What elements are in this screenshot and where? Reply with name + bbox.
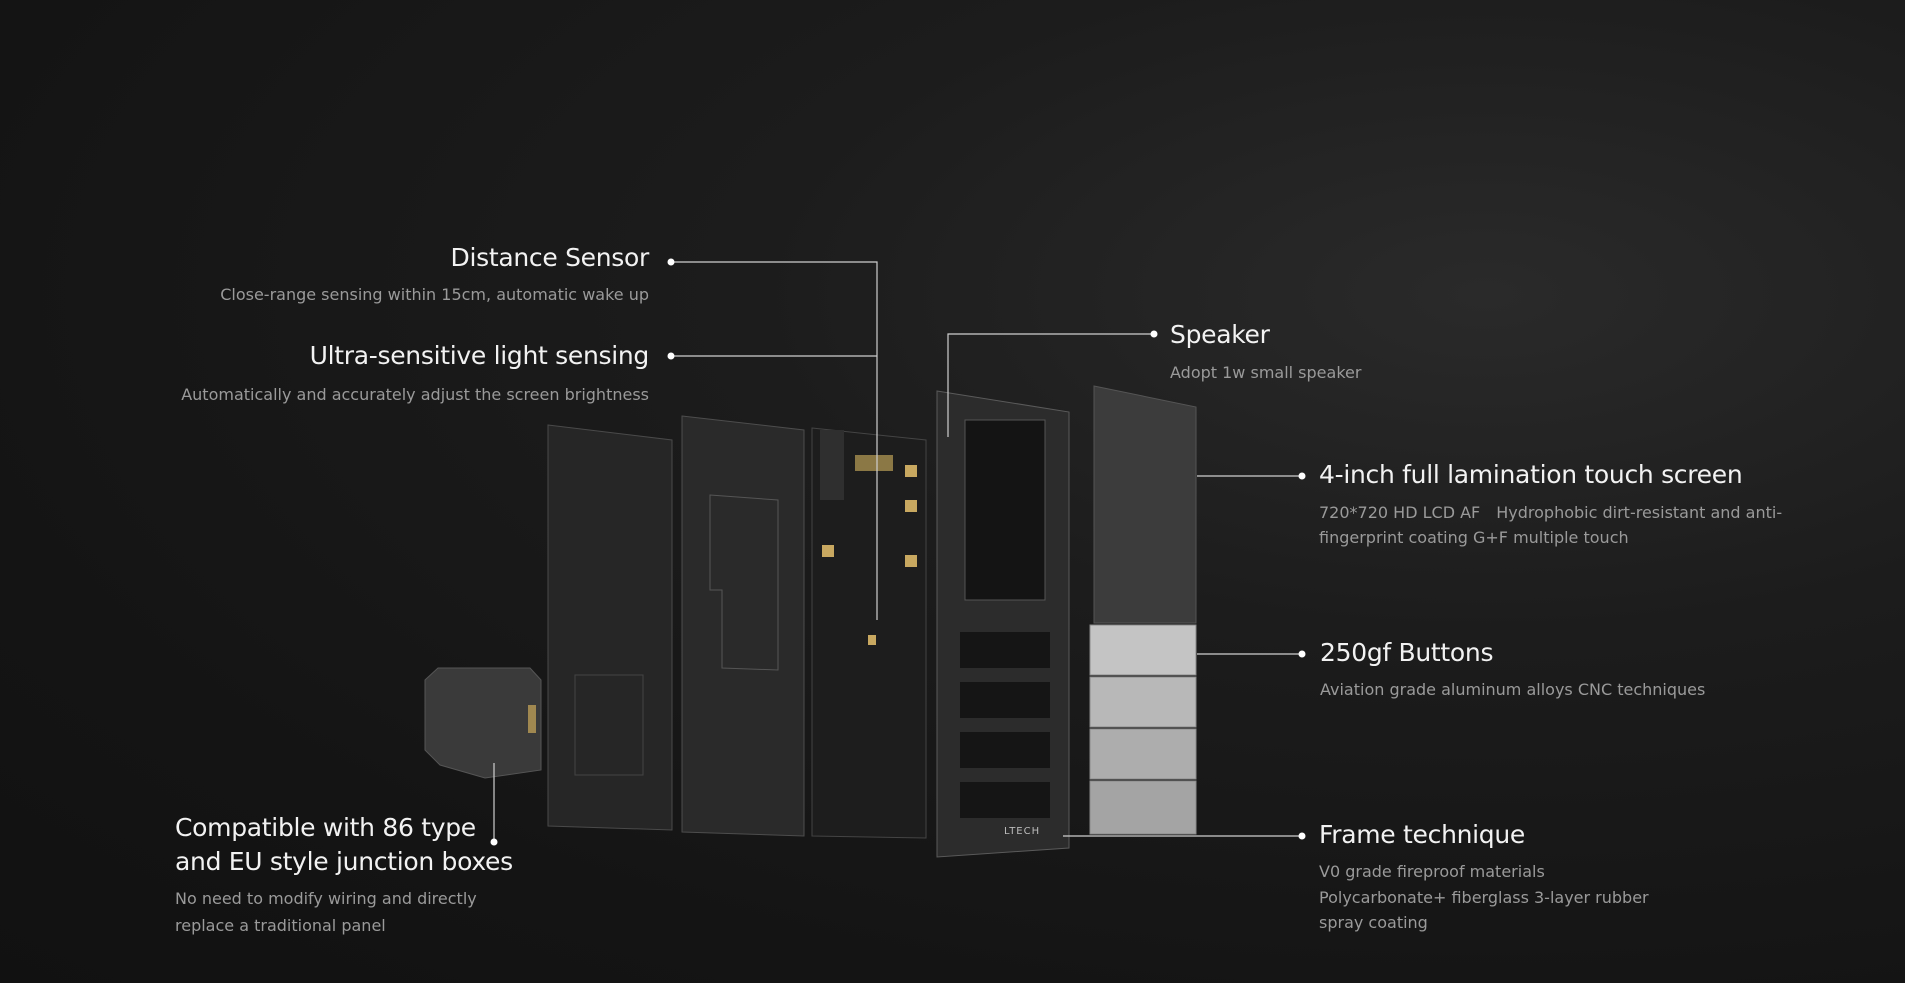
circuit-board (811, 427, 927, 839)
frame-desc-line1: V0 grade fireproof materials (1319, 862, 1545, 881)
junction-box-module (424, 667, 542, 779)
speaker-desc: Adopt 1w small speaker (1170, 363, 1362, 382)
buttons-title: 250gf Buttons (1320, 638, 1494, 667)
touch-screen-desc-line2: fingerprint coating G+F multiple touch (1319, 528, 1629, 547)
device-brand-logo: LTECH (1004, 826, 1041, 837)
back-plate (547, 424, 673, 831)
frame-desc-line2: Polycarbonate+ fiberglass 3-layer rubber (1319, 888, 1649, 907)
buttons-desc: Aviation grade aluminum alloys CNC techn… (1320, 680, 1706, 699)
distance-sensor-desc: Close-range sensing within 15cm, automat… (220, 285, 649, 304)
mounting-frame (681, 415, 805, 837)
junction-box-title-line2: and EU style junction boxes (175, 847, 513, 876)
junction-box-title-line1: Compatible with 86 type (175, 813, 476, 842)
distance-sensor-title: Distance Sensor (450, 243, 650, 272)
frame-desc-line3: spray coating (1319, 913, 1428, 932)
frame-title: Frame technique (1319, 820, 1525, 849)
touch-screen-desc-line1: 720*720 HD LCD AF Hydrophobic dirt-resis… (1319, 503, 1783, 522)
touch-screen-glass (1093, 385, 1197, 624)
light-sensing-desc: Automatically and accurately adjust the … (181, 385, 649, 404)
front-frame (936, 390, 1070, 858)
touch-screen-title: 4-inch full lamination touch screen (1319, 460, 1743, 489)
speaker-title: Speaker (1170, 320, 1270, 349)
junction-box-desc-line1: No need to modify wiring and directly (175, 889, 477, 908)
junction-box-desc-line2: replace a traditional panel (175, 916, 386, 935)
aluminum-buttons (1089, 624, 1197, 835)
light-sensing-title: Ultra-sensitive light sensing (309, 341, 650, 370)
